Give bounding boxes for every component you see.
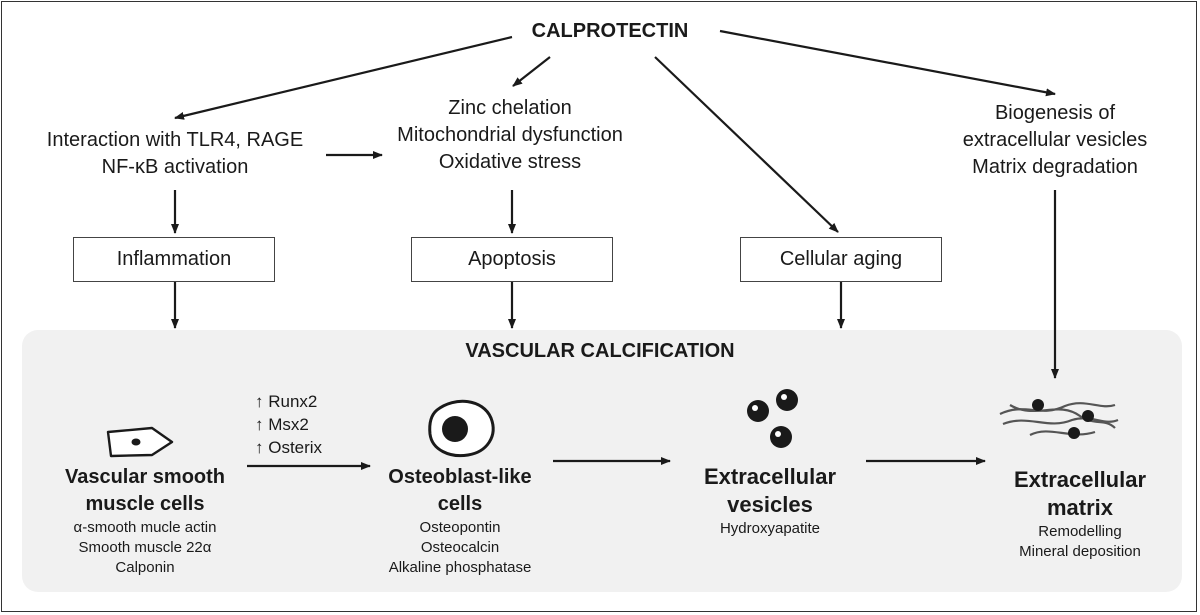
transition-markers: ↑ Runx2 ↑ Msx2 ↑ Osterix xyxy=(255,390,365,459)
transition-marker: ↑ Runx2 xyxy=(255,392,318,411)
stage-title: muscle cells xyxy=(85,493,205,515)
stage-marker: Remodelling xyxy=(1038,523,1122,540)
mechanism-line: Oxidative stress xyxy=(438,151,582,173)
stage-title: Osteoblast-like xyxy=(388,466,532,488)
stage-marker: Calponin xyxy=(115,559,175,576)
transition-marker: ↑ Msx2 xyxy=(255,415,309,434)
vesicles-icon xyxy=(747,389,798,448)
stage-title: cells xyxy=(437,493,483,515)
stage-marker: Osteocalcin xyxy=(420,539,500,556)
stage-marker: Hydroxyapatite xyxy=(719,520,821,537)
stage-marker: Smooth muscle 22α xyxy=(78,539,212,556)
osteoblast-cell-icon xyxy=(428,399,495,458)
stage-vsmc: Vascular smooth muscle cells α-smooth mu… xyxy=(40,464,250,578)
mechanism-line: Matrix degradation xyxy=(972,156,1138,178)
inflammation-box: Inflammation xyxy=(73,237,275,282)
stage-title: Vascular smooth xyxy=(64,466,226,488)
smooth-muscle-cell-icon xyxy=(106,426,174,458)
stage-marker: Alkaline phosphatase xyxy=(388,559,532,576)
matrix-minerals-icon xyxy=(1032,399,1094,439)
mechanism-line: Biogenesis of xyxy=(994,102,1116,124)
arrow-to-aging xyxy=(654,56,839,233)
stage-osteoblast: Osteoblast-like cells Osteopontin Osteoc… xyxy=(365,464,555,578)
mechanism-line: extracellular vesicles xyxy=(962,129,1148,151)
stage-marker: Mineral deposition xyxy=(1019,543,1141,560)
transition-marker: ↑ Osterix xyxy=(255,438,323,457)
cellular-aging-box: Cellular aging xyxy=(740,237,942,282)
stage-title: matrix xyxy=(1046,495,1114,520)
vesicle-biogenesis-mechanism: Biogenesis of extracellular vesicles Mat… xyxy=(945,100,1165,181)
mechanism-line: Interaction with TLR4, RAGE xyxy=(46,129,304,151)
stage-title: Extracellular xyxy=(1013,467,1147,492)
stage-title: vesicles xyxy=(727,492,813,517)
stage-vesicles: Extracellular vesicles Hydroxyapatite xyxy=(680,463,860,539)
apoptosis-box: Apoptosis xyxy=(411,237,613,282)
stage-marker: α-smooth mucle actin xyxy=(73,519,217,536)
arrow-to-receptor xyxy=(174,35,513,120)
arrow-to-vesicle-bio xyxy=(719,29,1056,97)
arrow-to-zinc xyxy=(512,56,551,87)
stage-matrix: Extracellular matrix Remodelling Mineral… xyxy=(990,466,1170,562)
mechanism-line: NF-κB activation xyxy=(101,156,249,178)
zinc-mechanism: Zinc chelation Mitochondrial dysfunction… xyxy=(365,95,655,176)
vascular-calcification-title: VASCULAR CALCIFICATION xyxy=(465,340,735,362)
stage-marker: Osteopontin xyxy=(419,519,501,536)
mechanism-line: Zinc chelation xyxy=(448,97,572,119)
calprotectin-title: CALPROTECTIN xyxy=(531,20,689,42)
stage-title: Extracellular xyxy=(703,464,837,489)
receptor-mechanism: Interaction with TLR4, RAGE NF-κB activa… xyxy=(20,127,330,181)
matrix-icon xyxy=(999,402,1119,437)
mechanism-line: Mitochondrial dysfunction xyxy=(397,124,623,146)
